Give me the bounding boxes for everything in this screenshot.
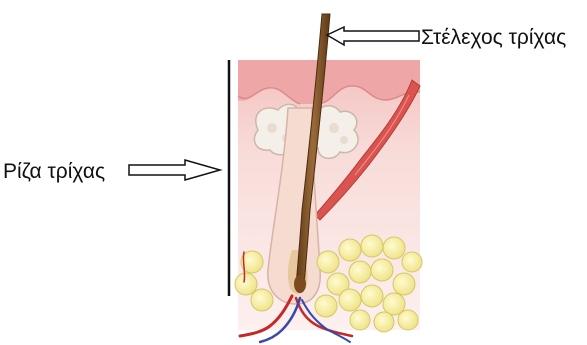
root-arrow-icon: [129, 160, 220, 180]
fat-cell: [361, 235, 383, 257]
fat-cell: [317, 251, 339, 273]
fat-cell: [235, 273, 257, 295]
gland-lobule: [340, 136, 348, 144]
fat-cell: [371, 259, 393, 281]
fat-cell: [398, 310, 418, 330]
fat-cell: [339, 239, 361, 261]
fat-cell: [315, 295, 337, 317]
fat-cell: [349, 261, 371, 283]
gland-lobule: [267, 123, 277, 133]
root-label: Ρίζα τρίχας: [3, 160, 105, 183]
gland-lobule: [329, 123, 339, 133]
shaft-label: Στέλεχος τρίχας: [421, 26, 566, 49]
fat-cell: [374, 312, 394, 332]
fat-cell: [339, 289, 361, 311]
fat-cell: [251, 289, 273, 311]
fat-cell: [361, 285, 383, 307]
fat-cell: [350, 310, 370, 330]
fat-cell: [402, 252, 422, 272]
fat-cell: [383, 237, 405, 259]
hair-root-tip: [294, 275, 306, 293]
fat-cell: [393, 273, 415, 295]
shaft-arrow-icon: [327, 27, 419, 45]
